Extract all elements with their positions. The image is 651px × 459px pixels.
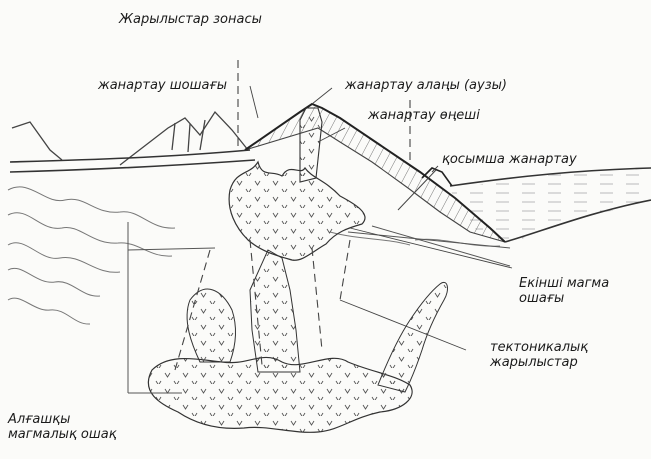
- label-crater: жанартау алаңы (аузы): [345, 78, 507, 93]
- label-vent: жанартау өңеші: [368, 108, 480, 123]
- label-tectonic-faults-line2: жарылыстар: [490, 355, 578, 370]
- label-primary-chamber-line2: магмалық ошақ: [8, 427, 117, 442]
- primary-magma-chamber: [148, 357, 412, 432]
- label-parasitic-cone: қосымша жанартау: [442, 152, 577, 167]
- label-tectonic-faults-line1: тектоникалық: [490, 340, 588, 355]
- mountain-peaks: [12, 112, 248, 165]
- secondary-magma-chamber: [229, 162, 365, 260]
- magma-lobe-left: [187, 289, 236, 362]
- label-volcanic-cone: жанартау шошағы: [98, 78, 227, 93]
- label-fault-zone: Жарылыстар зонасы: [119, 12, 262, 27]
- label-primary-chamber-line1: Алғашқы: [8, 412, 70, 427]
- magma-conduit: [250, 250, 300, 372]
- label-secondary-chamber-line1: Екінші магма: [519, 276, 609, 291]
- magma-intrusion-right: [378, 282, 447, 392]
- label-secondary-chamber-line2: ошағы: [519, 291, 564, 306]
